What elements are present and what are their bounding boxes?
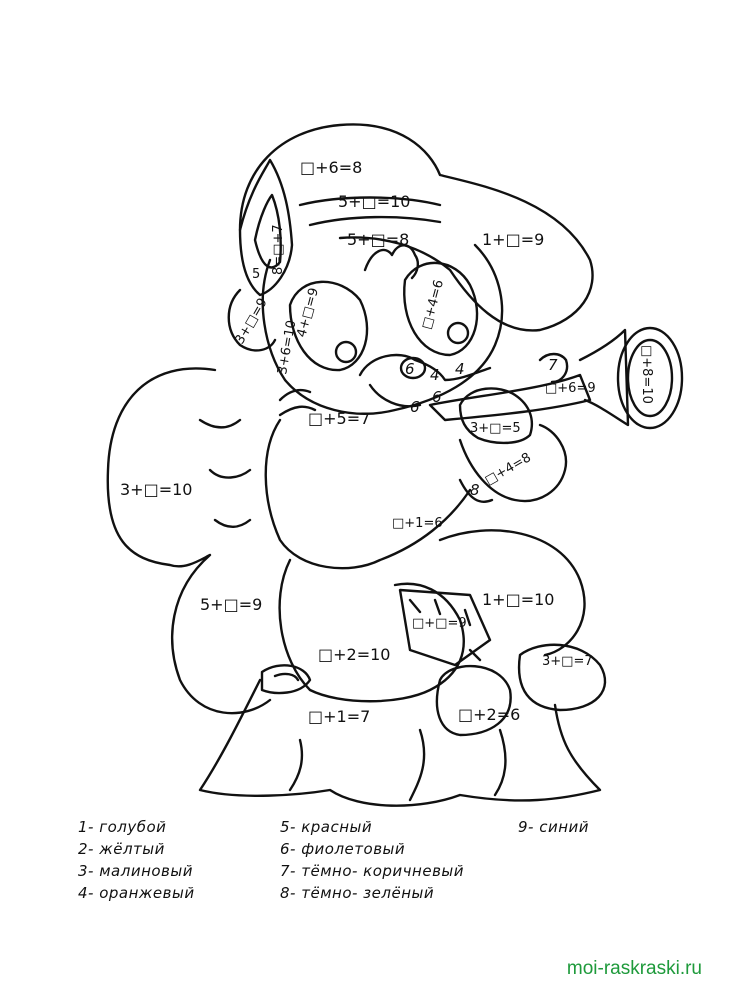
equation-trumpet-stem: □+6=9	[545, 381, 596, 396]
foot-outline	[517, 643, 607, 712]
equation-hat-top: □+6=8	[300, 158, 362, 177]
trumpet-bell	[616, 326, 684, 430]
trumpet-bell-flare	[578, 328, 630, 427]
equation-foot: 3+□=7	[542, 654, 593, 669]
hat-band	[298, 196, 442, 227]
legend-item-4: 4- оранжевый	[78, 884, 195, 902]
stump-rings	[260, 664, 312, 695]
digit-hand: 7	[548, 356, 558, 374]
leg-left-outline	[278, 558, 465, 703]
paw-outline	[458, 387, 534, 445]
legend-item-6: 6- фиолетовый	[280, 840, 406, 858]
ear-outline	[238, 158, 294, 297]
leg-right-outline	[438, 529, 586, 657]
digit-mouth-1: 6	[410, 398, 420, 416]
legend-item-9: 9- синий	[518, 818, 590, 836]
digit-nose-2: 4	[430, 366, 440, 384]
legend-item-8: 8- тёмно- зелёный	[280, 884, 435, 902]
legend-item-3: 3- малиновый	[78, 862, 193, 880]
eye-left-outline	[288, 280, 369, 372]
equation-hat-band: 5+□=10	[338, 192, 410, 211]
trumpet-mouthpiece	[538, 352, 569, 384]
tail-fluff	[198, 418, 252, 528]
face-left-outline	[227, 288, 277, 352]
equation-ear-inner: 8=□+7	[271, 224, 286, 275]
equation-boot: □+2=6	[458, 705, 520, 724]
equation-leg-left: □+2=10	[318, 645, 390, 664]
equation-hat-right: 1+□=9	[482, 230, 544, 249]
site-watermark: moi-raskraski.ru	[566, 958, 702, 979]
equation-tail-top: 3+□=10	[120, 480, 192, 499]
stump-outline	[198, 678, 602, 807]
digit-nose-1: 6	[405, 360, 415, 378]
digit-sleeve: 8	[470, 481, 480, 499]
pupil-right	[446, 321, 470, 345]
equation-forehead: 5+□=8	[347, 230, 409, 249]
equation-stump: □+1=7	[308, 707, 370, 726]
cheek-fur	[278, 388, 317, 417]
legend-item-7: 7- тёмно- коричневый	[280, 862, 465, 880]
legend-item-5: 5- красный	[280, 818, 373, 836]
equation-leg-right: 1+□=10	[482, 590, 554, 609]
equation-trumpet-bell: □+8=10	[639, 345, 654, 404]
equation-tail-bottom: 5+□=9	[200, 595, 262, 614]
sleeve-band	[458, 478, 494, 503]
equation-belly: □+1=6	[392, 516, 443, 531]
trumpet-stem	[428, 373, 592, 422]
arm-outline	[458, 423, 568, 503]
equation-eye-left: 4+□=9	[294, 286, 322, 339]
pupil-left	[334, 340, 358, 364]
legend-item-2: 2- жёлтый	[78, 840, 165, 858]
nose	[399, 356, 427, 380]
equation-paw: 3+□=5	[470, 421, 521, 436]
body-outline	[264, 418, 472, 570]
stump-grain	[288, 728, 507, 802]
equation-ear-tip: 5	[252, 267, 260, 282]
ear-inner	[253, 193, 282, 269]
eye-right-outline	[403, 261, 479, 357]
patch-stitches	[408, 598, 482, 662]
digit-mouth-2: 6	[432, 388, 442, 406]
boot-outline	[435, 664, 512, 737]
equation-eye-right: □+4=6	[419, 278, 447, 331]
legend-item-1: 1- голубой	[78, 818, 167, 836]
equation-patch: □+□=9	[412, 616, 467, 631]
trumpet-bell-inner	[626, 338, 674, 418]
muzzle	[358, 353, 492, 408]
digit-nose-3: 4	[455, 360, 465, 378]
tail-outline	[106, 367, 272, 715]
hat-outline	[238, 123, 594, 332]
equation-arm: □+4=8	[483, 450, 534, 488]
equation-chin: □+5=7	[308, 409, 370, 428]
